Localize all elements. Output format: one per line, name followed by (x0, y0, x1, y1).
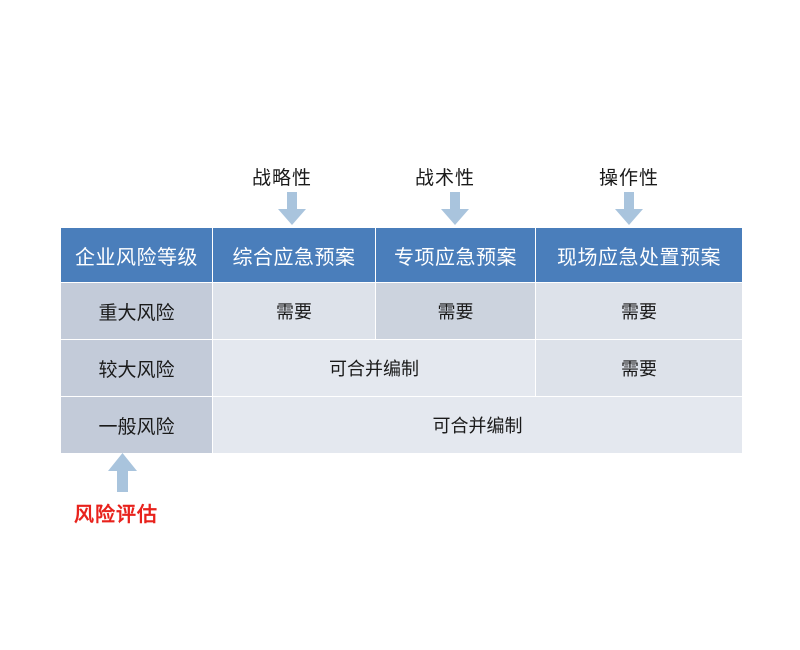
cell-major-special: 需要 (375, 282, 536, 340)
arrow-down-icon (441, 192, 469, 225)
cell-major-onsite: 需要 (535, 282, 743, 340)
cell-general-merged-plan: 可合并编制 (212, 396, 743, 454)
annotation-label-risk-assessment: 风险评估 (74, 504, 158, 526)
row-header-large-risk: 较大风险 (60, 339, 213, 397)
table-row: 一般风险 可合并编制 (60, 396, 743, 454)
column-header-comprehensive-plan: 综合应急预案 (212, 227, 376, 283)
arrow-up-icon (108, 453, 137, 492)
row-header-major-risk: 重大风险 (60, 282, 213, 340)
column-header-risk-level: 企业风险等级 (60, 227, 213, 283)
arrow-down-icon (278, 192, 306, 225)
annotation-label-strategic: 战略性 (251, 168, 312, 189)
table-row: 较大风险 可合并编制 需要 (60, 339, 743, 397)
annotation-label-tactical: 战术性 (414, 168, 475, 189)
cell-major-comprehensive: 需要 (212, 282, 376, 340)
annotation-label-operational: 操作性 (598, 168, 659, 189)
arrow-down-icon (615, 192, 643, 225)
risk-plan-matrix-table: 企业风险等级 综合应急预案 专项应急预案 现场应急处置预案 重大风险 需要 需要… (60, 227, 743, 454)
cell-large-merged-plan: 可合并编制 (212, 339, 536, 397)
column-header-special-plan: 专项应急预案 (375, 227, 536, 283)
table-row: 重大风险 需要 需要 需要 (60, 282, 743, 340)
row-header-general-risk: 一般风险 (60, 396, 213, 454)
cell-large-onsite: 需要 (535, 339, 743, 397)
column-header-onsite-plan: 现场应急处置预案 (535, 227, 743, 283)
table-header-row: 企业风险等级 综合应急预案 专项应急预案 现场应急处置预案 (60, 227, 743, 283)
